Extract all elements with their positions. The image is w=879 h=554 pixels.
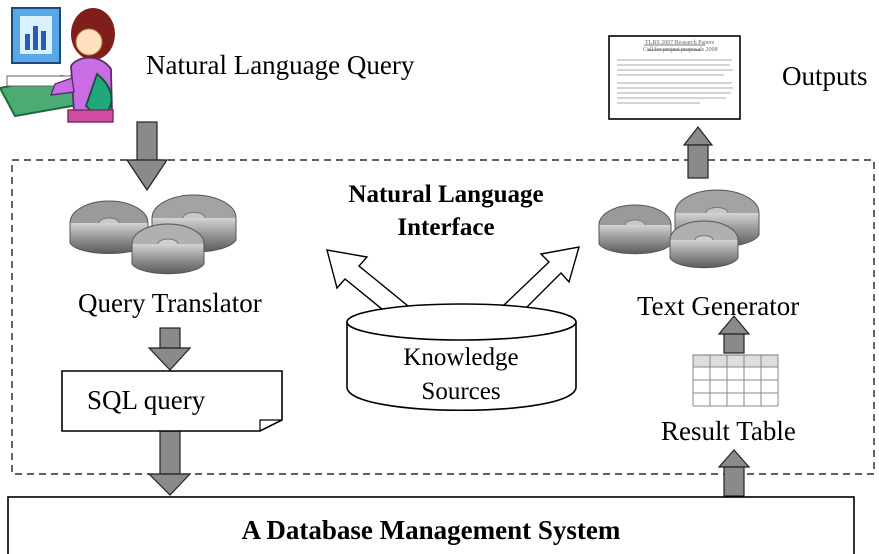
sql-query-label: SQL query xyxy=(87,385,206,415)
sql-query-document-shape xyxy=(61,370,283,432)
output-document-title-line2: Call for project proposals 2008 xyxy=(643,47,718,53)
result-table-grid xyxy=(692,354,779,407)
interface-title-line-1: Natural Language xyxy=(348,181,544,208)
database-to-table-arrow xyxy=(717,449,751,497)
text-generator-label: Text Generator xyxy=(637,291,800,321)
text-generator-gears-icon xyxy=(598,189,760,269)
knowledge-sources-cylinder xyxy=(346,303,577,412)
generator-output-arrow xyxy=(682,126,714,179)
output-document-icon xyxy=(608,35,741,120)
query-translator-gears-icon xyxy=(69,194,237,275)
translator-to-sql-arrow xyxy=(147,327,192,371)
output-document-title-line1: TLRS 2007 Research Papers xyxy=(645,40,715,46)
result-table-label: Result Table xyxy=(661,416,796,446)
query-translator-label: Query Translator xyxy=(78,288,262,318)
query-input-arrow xyxy=(125,121,169,192)
sql-to-database-arrow xyxy=(147,429,192,496)
natural-language-query-label: Natural Language Query xyxy=(146,50,415,80)
database-box xyxy=(7,496,855,554)
interface-title-line-2: Interface xyxy=(397,214,495,241)
interface-title: Natural Language Interface xyxy=(316,178,576,244)
table-to-generator-arrow xyxy=(717,315,751,354)
knowledge-sources-line-1: Knowledge xyxy=(403,344,519,371)
user-at-computer-icon xyxy=(0,7,115,123)
outputs-label: Outputs xyxy=(782,61,868,91)
knowledge-sources-label: Knowledge Sources xyxy=(391,341,531,409)
database-management-system-label: A Database Management System xyxy=(241,515,621,545)
knowledge-sources-line-2: Sources xyxy=(421,378,501,405)
